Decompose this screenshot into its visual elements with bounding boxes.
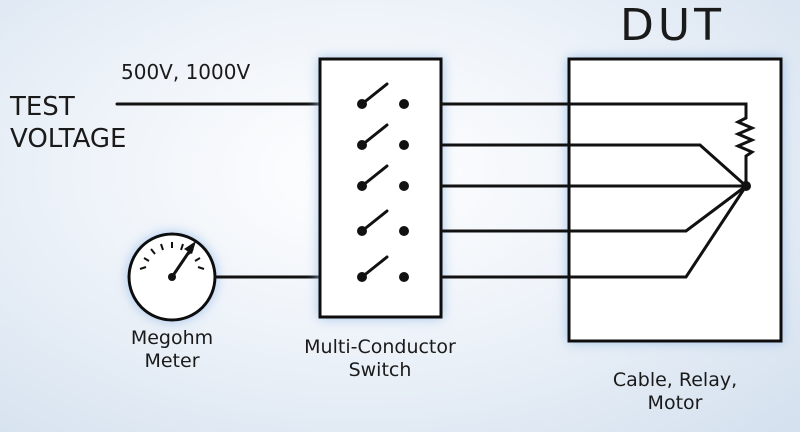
megohm-meter-line1: Megohm <box>130 327 214 349</box>
test-voltage-label: TEST VOLTAGE <box>10 91 126 155</box>
switch-2 <box>357 123 409 150</box>
megohm-meter-line2: Meter <box>144 350 200 372</box>
dut-caption-line2: Motor <box>647 392 703 414</box>
conductor-wires <box>439 102 756 279</box>
switch-contacts <box>357 82 409 282</box>
dut-caption: Cable, Relay, Motor <box>590 369 760 415</box>
switch-1 <box>357 82 409 109</box>
dut-title: DUT <box>620 0 725 51</box>
test-voltage-line1: TEST <box>10 92 75 122</box>
test-voltage-line2: VOLTAGE <box>10 124 127 154</box>
switch-line1: Multi-Conductor <box>304 336 456 358</box>
switch-label: Multi-Conductor Switch <box>280 336 480 382</box>
switch-line2: Switch <box>348 359 412 381</box>
megohm-meter-icon <box>127 232 217 322</box>
switch-5 <box>357 255 409 282</box>
multi-conductor-switch-box <box>318 57 443 319</box>
voltage-values-label: 500V, 1000V <box>121 60 251 84</box>
megohm-meter-label: Megohm Meter <box>112 327 232 373</box>
dut-caption-line1: Cable, Relay, <box>612 369 738 391</box>
switch-4 <box>357 209 409 236</box>
dut-box <box>567 57 783 343</box>
switch-3 <box>357 164 409 191</box>
